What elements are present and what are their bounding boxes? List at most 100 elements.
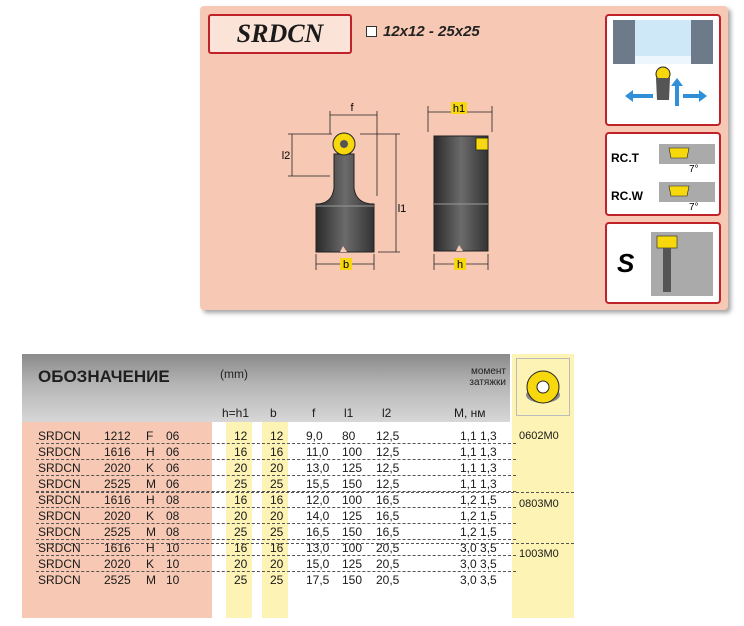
dim-l2-label: l2: [282, 150, 291, 162]
cell-name: SRDCN: [38, 509, 81, 523]
cell-m: 1,2 1,5: [460, 493, 497, 507]
cell-f: 15,5: [306, 477, 330, 491]
cell-size: 2525: [104, 525, 131, 539]
cell-h: 25: [234, 573, 248, 587]
cell-h: 20: [234, 557, 248, 571]
cell-l2: 12,5: [376, 477, 400, 491]
cell-f: 16,5: [306, 525, 330, 539]
table-title: ОБОЗНАЧЕНИЕ: [38, 367, 170, 386]
cell-code: 10: [166, 573, 180, 587]
cell-code: 08: [166, 509, 180, 523]
rc-t-angle: 7°: [689, 164, 699, 175]
round-insert-icon: [526, 370, 560, 404]
cell-code: 06: [166, 445, 180, 459]
cell-l2: 12,5: [376, 445, 400, 459]
cell-f: 13,0: [306, 461, 330, 475]
cell-b: 16: [270, 493, 284, 507]
cell-b: 16: [270, 541, 284, 555]
cell-h: 16: [234, 493, 248, 507]
cell-m: 3,0 3,5: [460, 541, 497, 555]
insert-code-1003: 1003M0: [519, 548, 559, 560]
table-header: ОБОЗНАЧЕНИЕ (mm) момент затяжки h=h1 b f…: [22, 354, 510, 422]
col-f: f: [312, 406, 316, 420]
group-divider-1: [36, 492, 574, 493]
cell-letter: H: [146, 445, 155, 459]
cell-b: 12: [270, 429, 284, 443]
spec-table: ОБОЗНАЧЕНИЕ (mm) момент затяжки h=h1 b f…: [22, 350, 574, 620]
dim-h1-label: h1: [453, 103, 465, 115]
cell-name: SRDCN: [38, 557, 81, 571]
cell-l2: 16,5: [376, 509, 400, 523]
cell-l1: 125: [342, 461, 363, 475]
side-view: h1 h: [427, 102, 493, 271]
h-column-bg: [226, 422, 252, 618]
cell-code: 08: [166, 525, 180, 539]
cell-letter: F: [146, 429, 154, 443]
cell-m: 1,1 1,3: [460, 477, 497, 491]
cell-letter: M: [146, 477, 156, 491]
cell-letter: H: [146, 541, 155, 555]
size-range-text: 12x12 - 25x25: [383, 23, 480, 40]
cell-m: 1,1 1,3: [460, 445, 497, 459]
cell-l2: 12,5: [376, 461, 400, 475]
dim-f-label: f: [350, 102, 354, 114]
unit-label: (mm): [220, 367, 248, 381]
group-divider-2: [36, 543, 574, 544]
cell-size: 1212: [104, 429, 131, 443]
cell-name: SRDCN: [38, 573, 81, 587]
cell-f: 17,5: [306, 573, 330, 587]
screw-box: S: [605, 222, 721, 304]
cell-code: 10: [166, 557, 180, 571]
cell-code: 08: [166, 493, 180, 507]
col-m: M, нм: [454, 406, 486, 420]
rc-w-angle: 7°: [689, 202, 699, 213]
cell-size: 2020: [104, 557, 131, 571]
cell-l1: 100: [342, 541, 363, 555]
cell-m: 3,0 3,5: [460, 573, 497, 587]
cell-code: 06: [166, 477, 180, 491]
cell-m: 1,1 1,3: [460, 461, 497, 475]
tool-title-box: SRDCN: [208, 14, 352, 54]
cell-name: SRDCN: [38, 477, 81, 491]
cell-m: 1,2 1,5: [460, 509, 497, 523]
cell-h: 16: [234, 541, 248, 555]
cell-name: SRDCN: [38, 429, 81, 443]
col-h: h=h1: [222, 406, 250, 420]
cell-l2: 20,5: [376, 557, 400, 571]
cell-code: 10: [166, 541, 180, 555]
cell-f: 9,0: [306, 429, 323, 443]
square-shank-icon: [366, 26, 377, 37]
size-range: 12x12 - 25x25: [366, 23, 480, 40]
cell-letter: M: [146, 573, 156, 587]
cell-h: 12: [234, 429, 248, 443]
cell-b: 20: [270, 557, 284, 571]
cell-size: 1616: [104, 493, 131, 507]
cell-b: 25: [270, 477, 284, 491]
cell-b: 25: [270, 525, 284, 539]
tool-drawing: b f l2 l1 h1 h: [282, 102, 493, 271]
cell-f: 13,0: [306, 541, 330, 555]
cell-size: 2020: [104, 509, 131, 523]
cell-size: 1616: [104, 541, 131, 555]
rc-w-label: RC.W: [611, 189, 644, 203]
cell-f: 11,0: [306, 445, 329, 459]
cell-letter: M: [146, 525, 156, 539]
cell-l1: 125: [342, 509, 363, 523]
cell-size: 2525: [104, 477, 131, 491]
cell-f: 15,0: [306, 557, 330, 571]
cell-l1: 125: [342, 557, 363, 571]
moment-line1: момент: [471, 366, 506, 377]
dim-l1-label: l1: [398, 203, 407, 215]
cell-h: 25: [234, 477, 248, 491]
cell-l2: 20,5: [376, 573, 400, 587]
cell-h: 25: [234, 525, 248, 539]
cell-size: 2525: [104, 573, 131, 587]
tool-title: SRDCN: [236, 19, 324, 48]
col-b: b: [270, 406, 277, 420]
cell-letter: K: [146, 557, 155, 571]
